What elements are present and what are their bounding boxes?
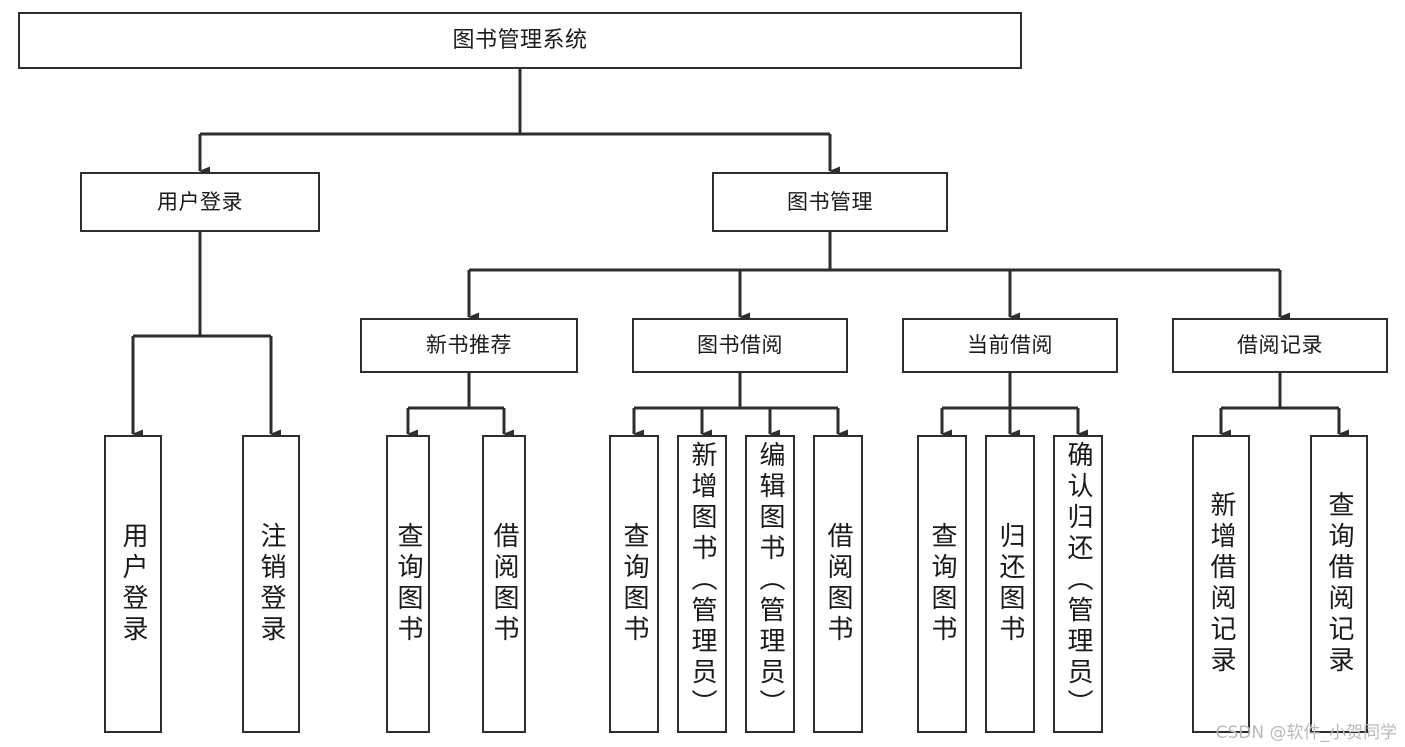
node-root[interactable]: 图书管理系统 bbox=[18, 12, 1022, 69]
node-leaf-query-book-rec[interactable]: 查询图书 bbox=[386, 435, 430, 733]
node-leaf-query-book-cur-label: 查询图书 bbox=[927, 522, 957, 646]
node-leaf-borrow-book-label: 借阅图书 bbox=[823, 522, 853, 646]
node-leaf-query-book-cur[interactable]: 查询图书 bbox=[917, 435, 967, 733]
node-book-borrow[interactable]: 图书借阅 bbox=[632, 318, 848, 373]
node-book-manage-label: 图书管理 bbox=[787, 189, 873, 214]
node-leaf-confirm-return[interactable]: 确认归还（管理员） bbox=[1053, 435, 1103, 733]
node-leaf-return-book-label: 归还图书 bbox=[995, 522, 1025, 646]
node-leaf-return-book[interactable]: 归还图书 bbox=[985, 435, 1035, 733]
node-root-label: 图书管理系统 bbox=[452, 27, 588, 53]
node-user-login-label: 用户登录 bbox=[157, 189, 243, 214]
node-leaf-query-borrow-record[interactable]: 查询借阅记录 bbox=[1310, 435, 1368, 733]
node-leaf-query-borrow-record-label: 查询借阅记录 bbox=[1324, 491, 1354, 677]
node-leaf-logout-login[interactable]: 注销登录 bbox=[242, 435, 300, 733]
node-leaf-logout-login-label: 注销登录 bbox=[256, 522, 286, 646]
node-borrow-record-label: 借阅记录 bbox=[1237, 333, 1323, 358]
node-new-book-recommend[interactable]: 新书推荐 bbox=[360, 318, 578, 373]
node-current-borrow[interactable]: 当前借阅 bbox=[902, 318, 1118, 373]
node-leaf-confirm-return-label: 确认归还（管理员） bbox=[1063, 441, 1093, 720]
node-leaf-add-borrow-record-label: 新增借阅记录 bbox=[1206, 491, 1236, 677]
node-book-borrow-label: 图书借阅 bbox=[697, 333, 783, 358]
node-new-book-recommend-label: 新书推荐 bbox=[426, 333, 512, 358]
node-leaf-borrow-book-rec[interactable]: 借阅图书 bbox=[482, 435, 526, 733]
node-leaf-edit-book-label: 编辑图书（管理员） bbox=[755, 441, 785, 720]
node-leaf-user-login-label: 用户登录 bbox=[118, 522, 148, 646]
node-leaf-query-book-borrow[interactable]: 查询图书 bbox=[609, 435, 659, 733]
node-book-manage[interactable]: 图书管理 bbox=[712, 172, 948, 232]
node-user-login[interactable]: 用户登录 bbox=[80, 172, 320, 232]
node-leaf-user-login[interactable]: 用户登录 bbox=[104, 435, 162, 733]
connector-group bbox=[131, 69, 1349, 439]
node-leaf-query-book-borrow-label: 查询图书 bbox=[619, 522, 649, 646]
node-current-borrow-label: 当前借阅 bbox=[967, 333, 1053, 358]
node-leaf-borrow-book[interactable]: 借阅图书 bbox=[813, 435, 863, 733]
node-leaf-borrow-book-rec-label: 借阅图书 bbox=[489, 522, 519, 646]
node-leaf-add-book-label: 新增图书（管理员） bbox=[687, 441, 717, 720]
node-leaf-query-book-rec-label: 查询图书 bbox=[393, 522, 423, 646]
node-leaf-edit-book[interactable]: 编辑图书（管理员） bbox=[745, 435, 795, 733]
node-leaf-add-book[interactable]: 新增图书（管理员） bbox=[677, 435, 727, 733]
node-borrow-record[interactable]: 借阅记录 bbox=[1172, 318, 1388, 373]
node-leaf-add-borrow-record[interactable]: 新增借阅记录 bbox=[1192, 435, 1250, 733]
